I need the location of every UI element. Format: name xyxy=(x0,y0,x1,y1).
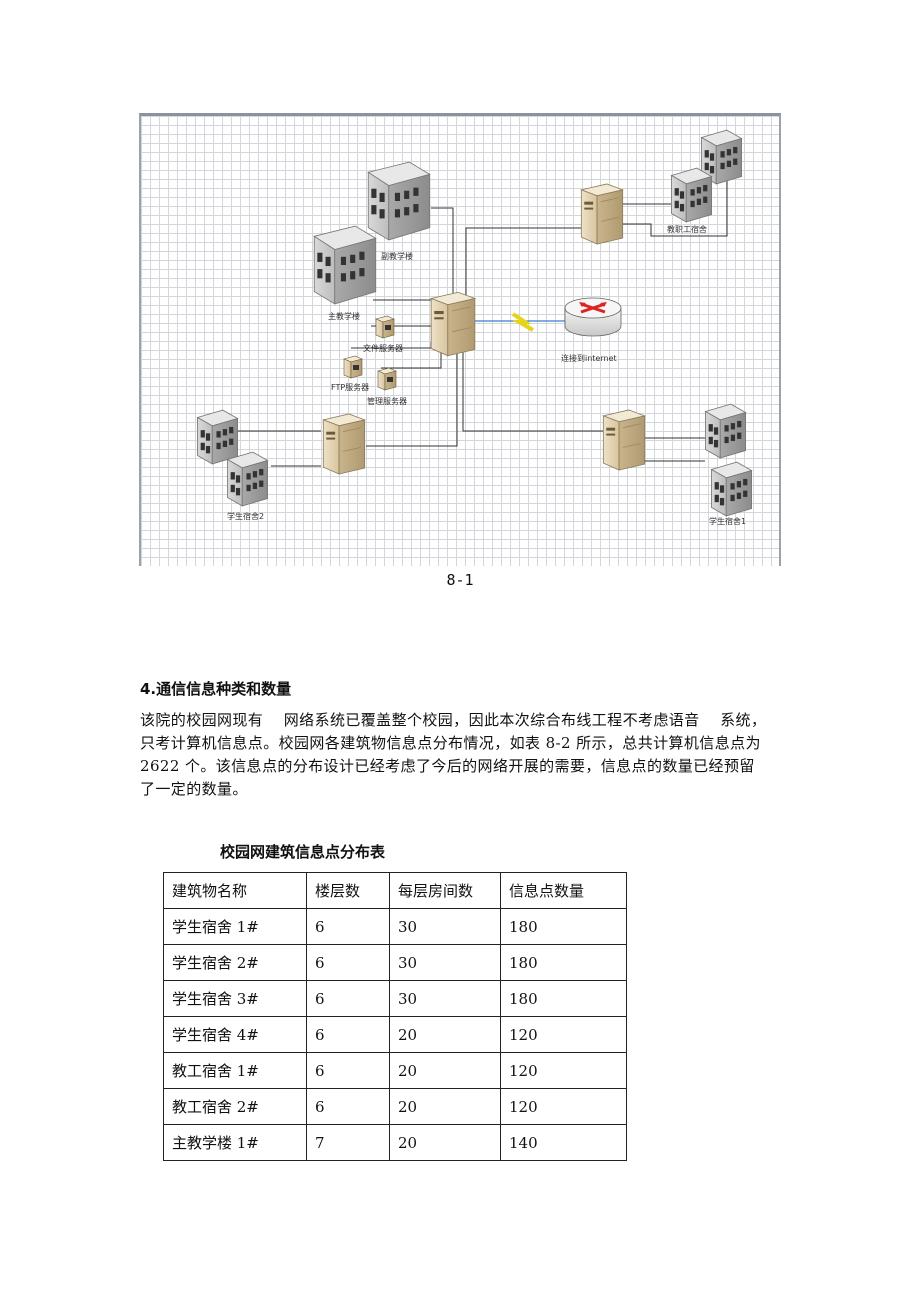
label-admin-server: 管理服务器 xyxy=(367,396,407,406)
label-dorm2: 学生宿舍2 xyxy=(227,511,264,521)
table-cell: 120 xyxy=(500,1052,627,1089)
table-row: 学生宿舍 3# 6 30 180 xyxy=(163,980,627,1017)
server-icon xyxy=(343,355,363,379)
table-cell: 20 xyxy=(389,1124,501,1161)
table-cell: 180 xyxy=(500,980,627,1017)
paragraph-line: 该院的校园网现有 网络系统已覆盖整个校园，因此本次综合布线工程不考虑语音 系统， xyxy=(140,711,767,729)
table-cell: 120 xyxy=(500,1088,627,1125)
table-cell: 20 xyxy=(389,1016,501,1053)
lightning-link-icon xyxy=(511,312,534,332)
table-header-row: 建筑物名称 楼层数 每层房间数 信息点数量 xyxy=(163,872,627,909)
label-file-server: 文件服务器 xyxy=(363,343,403,353)
table-title: 校园网建筑信息点分布表 xyxy=(220,843,386,861)
table-cell: 140 xyxy=(500,1124,627,1161)
table-cell: 学生宿舍 1# xyxy=(163,908,307,945)
figure-caption: 8-1 xyxy=(446,571,474,589)
table-cell: 学生宿舍 2# xyxy=(163,944,307,981)
paragraph-line: 了一定的数量。 xyxy=(140,780,248,798)
label-jiaozhigong: 教职工宿舍 xyxy=(667,224,707,234)
label-zhu-jiao: 主教学楼 xyxy=(328,311,360,321)
building-icon xyxy=(704,403,747,459)
table-row: 教工宿舍 1# 6 20 120 xyxy=(163,1052,627,1089)
table-row: 主教学楼 1# 7 20 140 xyxy=(163,1124,627,1161)
network-diagram: 副教学楼 主教学楼 教职工宿舍 连接到internet 文件服务器 FTP服务器… xyxy=(139,113,781,566)
building-icon xyxy=(196,409,239,465)
table-cell: 教工宿舍 1# xyxy=(163,1052,307,1089)
table-cell: 6 xyxy=(306,1016,390,1053)
switch-icon xyxy=(580,183,624,245)
table-row: 学生宿舍 4# 6 20 120 xyxy=(163,1016,627,1053)
table-cell: 30 xyxy=(389,980,501,1017)
table-cell: 6 xyxy=(306,908,390,945)
table-cell: 学生宿舍 3# xyxy=(163,980,307,1017)
table-cell: 6 xyxy=(306,1052,390,1089)
router-icon xyxy=(564,297,622,337)
label-internet: 连接到internet xyxy=(561,353,617,363)
connection-lines xyxy=(237,155,741,467)
table-row: 教工宿舍 2# 6 20 120 xyxy=(163,1088,627,1125)
paragraph-line: 只考计算机信息点。校园网各建筑物信息点分布情况，如表 8-2 所示，总共计算机信… xyxy=(140,734,761,752)
server-icon xyxy=(377,367,397,391)
building-icon xyxy=(710,461,753,517)
table-cell: 7 xyxy=(306,1124,390,1161)
building-icon xyxy=(670,167,713,223)
table-cell: 6 xyxy=(306,980,390,1017)
switch-icon xyxy=(322,413,366,475)
table-row: 学生宿舍 1# 6 30 180 xyxy=(163,908,627,945)
table-cell: 30 xyxy=(389,908,501,945)
body-paragraph: 该院的校园网现有 网络系统已覆盖整个校园，因此本次综合布线工程不考虑语音 系统，… xyxy=(140,709,802,801)
label-dorm1: 学生宿舍1 xyxy=(709,516,746,526)
switch-icon xyxy=(602,409,646,471)
table-cell: 180 xyxy=(500,908,627,945)
core-switch-icon xyxy=(430,291,476,357)
table-cell: 180 xyxy=(500,944,627,981)
label-fu-jiao: 副教学楼 xyxy=(381,251,413,261)
network-diagram-svg: 副教学楼 主教学楼 教职工宿舍 连接到internet 文件服务器 FTP服务器… xyxy=(196,129,753,526)
column-header: 楼层数 xyxy=(306,872,390,909)
table-cell: 学生宿舍 4# xyxy=(163,1016,307,1053)
table-row: 学生宿舍 2# 6 30 180 xyxy=(163,944,627,981)
table-cell: 120 xyxy=(500,1016,627,1053)
building-icon xyxy=(226,451,269,507)
table-cell: 教工宿舍 2# xyxy=(163,1088,307,1125)
section-heading: 4.通信信息种类和数量 xyxy=(140,680,292,698)
building-icon xyxy=(313,225,377,305)
column-header: 信息点数量 xyxy=(500,872,627,909)
table-cell: 20 xyxy=(389,1088,501,1125)
server-icon xyxy=(375,315,395,339)
paragraph-line: 2622 个。该信息点的分布设计已经考虑了今后的网络开展的需要，信息点的数量已经… xyxy=(140,757,755,775)
table-cell: 20 xyxy=(389,1052,501,1089)
label-ftp-server: FTP服务器 xyxy=(331,382,369,392)
table-cell: 6 xyxy=(306,1088,390,1125)
table-cell: 30 xyxy=(389,944,501,981)
info-point-table: 建筑物名称 楼层数 每层房间数 信息点数量 学生宿舍 1# 6 30 180 学… xyxy=(163,872,627,1161)
table-cell: 主教学楼 1# xyxy=(163,1124,307,1161)
column-header: 建筑物名称 xyxy=(163,872,307,909)
building-icon xyxy=(367,161,431,241)
column-header: 每层房间数 xyxy=(389,872,501,909)
table-cell: 6 xyxy=(306,944,390,981)
